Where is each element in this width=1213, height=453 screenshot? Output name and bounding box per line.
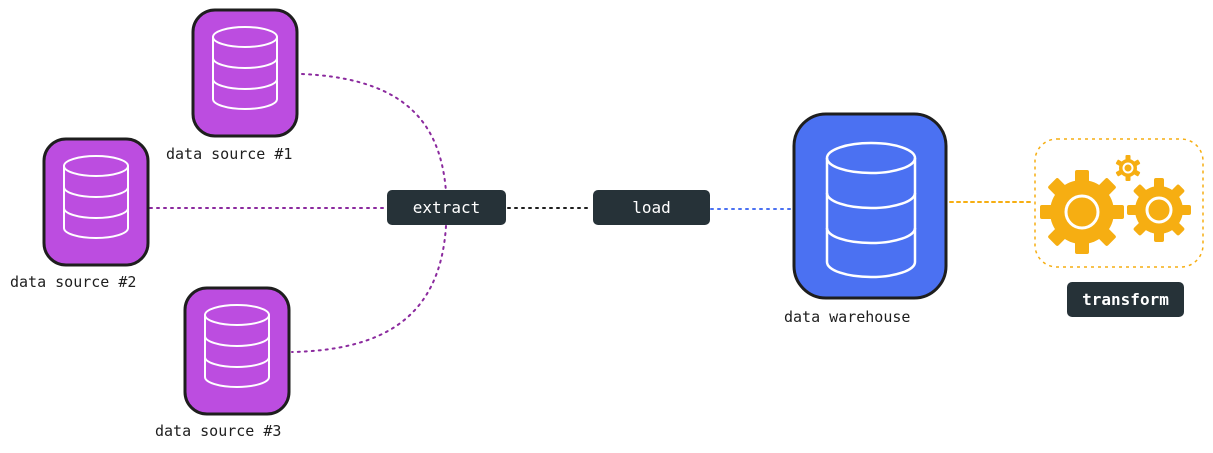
data-source-2-node [42, 137, 150, 267]
transform-node [1034, 138, 1204, 268]
data-source-1-label: data source #1 [166, 145, 293, 163]
database-icon [204, 304, 270, 388]
gears-icon [1040, 155, 1191, 254]
link-source3-extract [291, 225, 447, 353]
database-icon [825, 141, 917, 279]
data-source-3-node [183, 286, 291, 416]
transform-step-label: transform [1067, 282, 1184, 317]
database-icon [63, 155, 129, 239]
load-step-label: load [593, 190, 710, 225]
data-source-1-node [191, 8, 299, 138]
data-source-2-label: data source #2 [10, 273, 137, 291]
link-source1-extract [301, 73, 447, 193]
database-icon [212, 26, 278, 110]
data-warehouse-node [792, 112, 948, 300]
extract-step-label: extract [387, 190, 506, 225]
data-warehouse-label: data warehouse [784, 308, 911, 326]
data-source-3-label: data source #3 [155, 422, 282, 440]
